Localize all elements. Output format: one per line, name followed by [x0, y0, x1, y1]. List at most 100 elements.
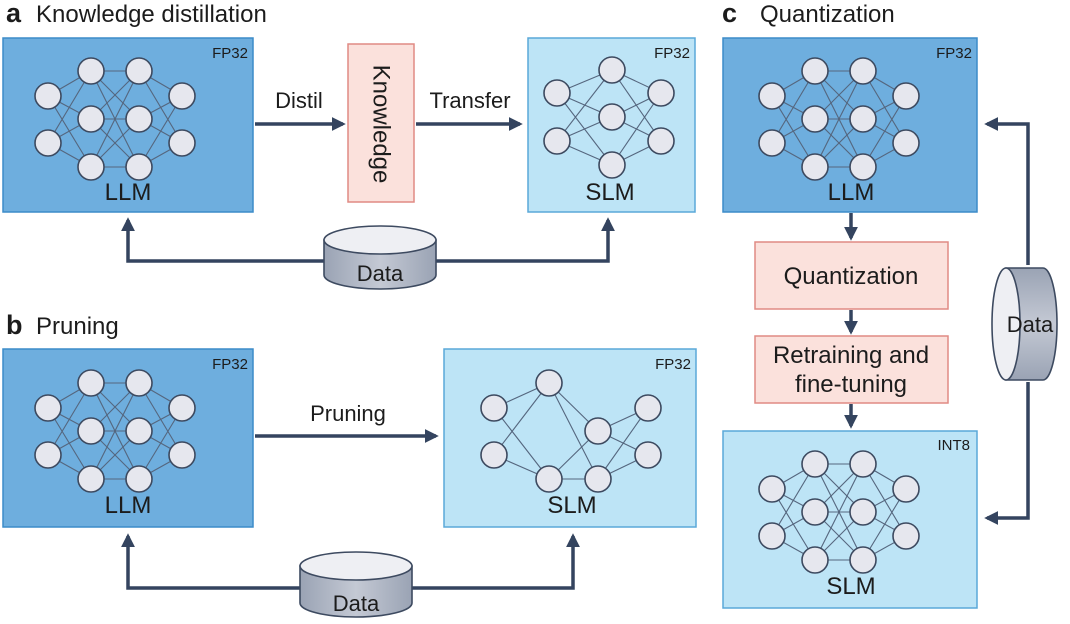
network-node	[849, 105, 877, 133]
data-to-slm-arrow	[436, 217, 615, 263]
panel-c-source-llm: FP32 LLM	[722, 37, 978, 213]
network-node	[168, 441, 196, 469]
model-label: LLM	[828, 179, 875, 206]
panel-c-title: Quantization	[760, 1, 895, 28]
model-label: SLM	[826, 573, 875, 600]
retraining-step-line-2: fine-tuning	[795, 371, 907, 398]
network-node	[647, 79, 675, 107]
model-label: SLM	[585, 179, 634, 206]
model-label: SLM	[547, 492, 596, 519]
network-node	[634, 394, 662, 422]
network-edge	[47, 382, 92, 456]
network-node	[758, 475, 786, 503]
network-node	[125, 417, 153, 445]
panel-b-target-slm: FP32 SLM	[443, 348, 697, 528]
panel-c-letter: c	[722, 0, 737, 28]
network-node	[543, 127, 571, 155]
precision-label: FP32	[936, 45, 972, 62]
network-edge	[814, 70, 864, 168]
panel-a-student-slm: FP32 SLM	[527, 37, 696, 213]
network-node	[77, 105, 105, 133]
network-node	[535, 465, 563, 493]
network-edge	[493, 407, 550, 480]
network-node	[801, 57, 829, 85]
panel-a: a Knowledge distillation FP32 LLM Distil…	[2, 0, 696, 290]
network-node	[480, 441, 508, 469]
network-node	[125, 465, 153, 493]
cylinder-top	[991, 267, 1021, 381]
network-node	[892, 475, 920, 503]
cylinder-top	[299, 551, 413, 581]
pruning-label: Pruning	[310, 401, 386, 426]
data-label: Data	[357, 261, 404, 286]
network-node	[480, 394, 508, 422]
network-node	[758, 129, 786, 157]
network-node	[892, 522, 920, 550]
neural-network	[34, 369, 196, 493]
data-to-llm-arrow	[984, 117, 1030, 265]
network-edge	[90, 382, 140, 480]
network-node	[125, 153, 153, 181]
network-node	[77, 57, 105, 85]
network-node	[849, 153, 877, 181]
neural-network	[480, 369, 662, 493]
network-edge	[862, 488, 907, 561]
network-node	[125, 369, 153, 397]
neural-network	[758, 450, 920, 574]
network-node	[892, 129, 920, 157]
network-node	[77, 369, 105, 397]
transfer-label: Transfer	[429, 88, 510, 113]
network-node	[125, 105, 153, 133]
network-node	[647, 127, 675, 155]
quantization-step-box	[754, 241, 949, 310]
network-node	[801, 153, 829, 181]
network-node	[758, 82, 786, 110]
network-node	[77, 465, 105, 493]
model-label: LLM	[105, 492, 152, 519]
distil-label: Distil	[275, 88, 323, 113]
data-cylinder: Data	[991, 267, 1058, 381]
panel-c-target-slm: INT8 SLM	[722, 430, 978, 609]
network-edge	[814, 463, 864, 561]
neural-network	[543, 56, 675, 179]
data-cylinder: Data	[299, 551, 413, 618]
network-node	[849, 450, 877, 478]
network-node	[535, 369, 563, 397]
network-edge	[548, 382, 599, 480]
network-node	[758, 522, 786, 550]
network-node	[168, 394, 196, 422]
precision-label: FP32	[212, 45, 248, 62]
network-node	[849, 546, 877, 574]
network-node	[598, 56, 626, 84]
quantization-step-label: Quantization	[784, 263, 919, 290]
network-edge	[556, 69, 613, 142]
data-label: Data	[1007, 312, 1054, 337]
retraining-step-box	[754, 335, 949, 404]
network-node	[849, 498, 877, 526]
panel-c: c Quantization FP32 LLM Quantization Ret…	[722, 0, 1058, 609]
knowledge-label: Knowledge	[368, 65, 395, 184]
network-node	[543, 79, 571, 107]
panel-b-letter: b	[6, 310, 23, 340]
network-node	[77, 153, 105, 181]
retraining-step-line-1: Retraining and	[773, 342, 929, 369]
network-node	[801, 105, 829, 133]
cylinder-top	[323, 225, 437, 255]
network-node	[34, 441, 62, 469]
network-edge	[771, 70, 816, 144]
network-edge	[493, 382, 550, 456]
network-node	[34, 129, 62, 157]
data-to-llm-arrow	[121, 533, 300, 590]
model-label: LLM	[105, 179, 152, 206]
network-node	[598, 103, 626, 131]
data-cylinder: Data	[323, 225, 437, 290]
network-edge	[90, 70, 140, 168]
precision-label: FP32	[654, 45, 690, 62]
network-node	[168, 129, 196, 157]
network-edge	[611, 92, 662, 166]
network-node	[77, 417, 105, 445]
knowledge-box	[347, 43, 415, 203]
network-node	[584, 465, 612, 493]
panel-b-title: Pruning	[36, 313, 119, 340]
data-to-slm-arrow	[412, 533, 580, 590]
